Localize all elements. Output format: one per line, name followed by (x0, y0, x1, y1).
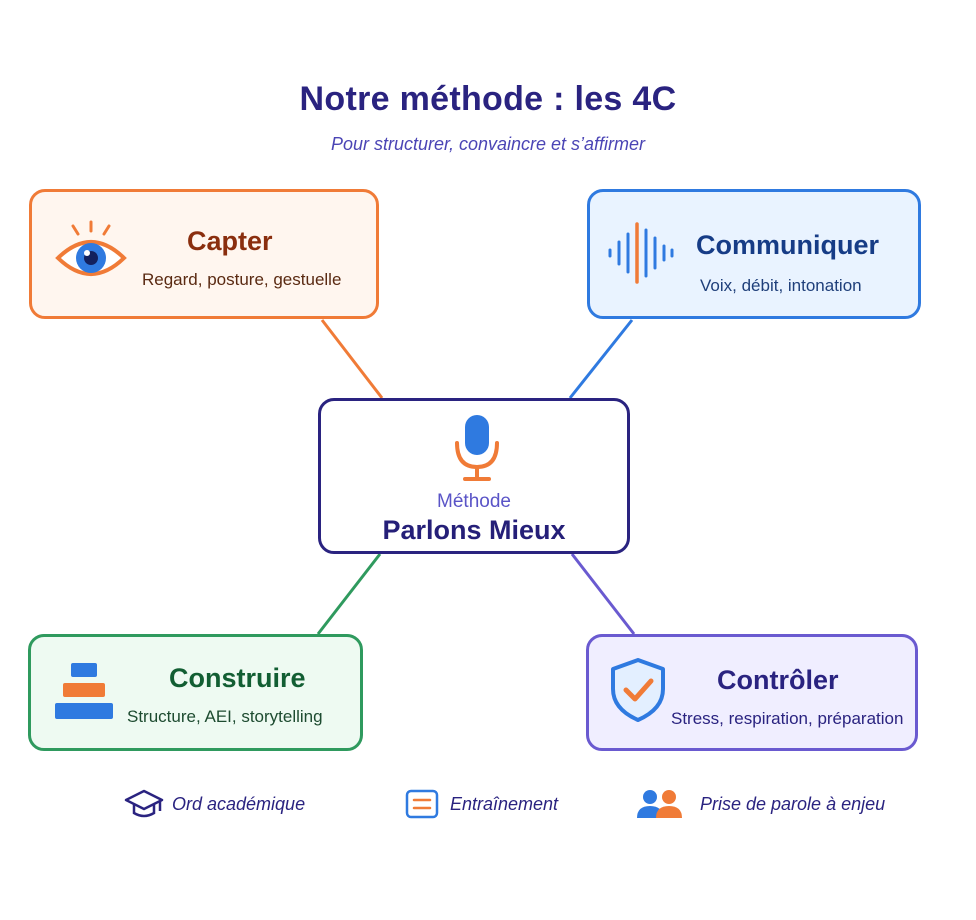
center-method: Méthode Parlons Mieux (318, 398, 630, 554)
pillar-description: Stress, respiration, préparation (671, 709, 904, 728)
legend-item-prise-de-parole: Prise de parole à enjeu (634, 786, 914, 822)
stacked-blocks-icon (53, 661, 115, 728)
connector-communiquer (568, 319, 634, 399)
legend-label: Ord académique (172, 794, 306, 814)
shield-check-icon (609, 657, 667, 728)
pillar-capter: Capter Regard, posture, gestuelle (29, 189, 379, 319)
pillar-communiquer: Communiquer Voix, débit, intonation (587, 189, 921, 319)
page-subtitle: Pour structurer, convaincre et s’affirme… (330, 134, 646, 154)
center-label-main: Parlons Mieux (382, 515, 566, 545)
center-label-small: Méthode (437, 491, 511, 512)
legend-item-academique: Ord académique (124, 786, 344, 822)
pillar-title: Communiquer (696, 230, 880, 260)
pillar-title: Capter (187, 226, 273, 256)
page-title: Notre méthode : les 4C (299, 80, 677, 118)
list-card-icon (404, 786, 440, 827)
sound-wave-icon (606, 220, 676, 291)
pillar-description: Structure, AEI, storytelling (127, 707, 323, 726)
legend-item-entrainement: Entraînement (404, 786, 594, 822)
pillar-description: Regard, posture, gestuelle (142, 270, 342, 289)
pillar-title: Construire (169, 663, 306, 693)
pillar-construire: Construire Structure, AEI, storytelling (28, 634, 363, 751)
pillar-description: Voix, débit, intonation (700, 276, 862, 295)
pillar-controler: Contrôler Stress, respiration, préparati… (586, 634, 918, 751)
eye-icon (54, 220, 128, 289)
connector-capter (320, 319, 384, 399)
legend-label: Prise de parole à enjeu (700, 794, 886, 814)
legend-label: Entraînement (450, 794, 559, 814)
connector-controler (570, 553, 636, 635)
people-icon (634, 786, 686, 827)
graduation-cap-icon (124, 786, 164, 827)
connector-construire (316, 553, 382, 635)
pillar-title: Contrôler (717, 665, 839, 695)
microphone-icon (449, 413, 505, 490)
